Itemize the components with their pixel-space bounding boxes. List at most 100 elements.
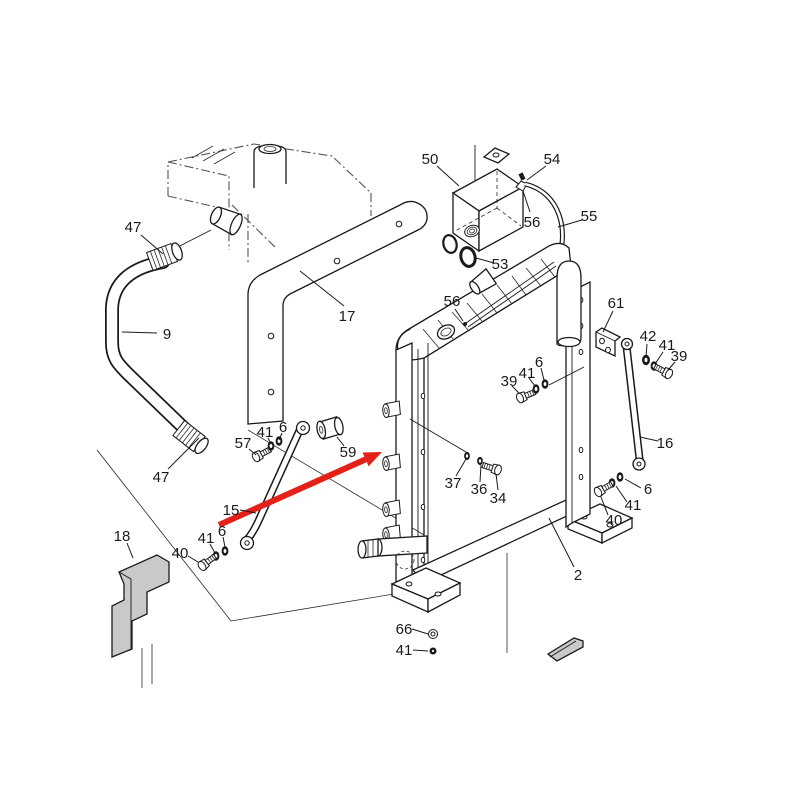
hose-clamp-47-top (146, 242, 183, 271)
callout-36: 36 (471, 481, 488, 498)
bracket-18 (111, 554, 170, 658)
washer-41-bottom (429, 647, 437, 655)
leader-line-34 (495, 473, 499, 491)
leader-line-66 (411, 628, 429, 635)
leader-line-59 (336, 436, 345, 447)
callout-6: 6 (279, 419, 287, 436)
arrow-head (362, 452, 382, 467)
callout-54: 54 (544, 151, 561, 168)
spacer-59 (316, 416, 344, 440)
callout-56: 56 (524, 214, 541, 231)
callout-40: 40 (606, 512, 623, 529)
washer-41 (532, 384, 540, 394)
leader-line-56 (454, 308, 464, 322)
hose-fitting (209, 206, 243, 236)
leader-line-53 (475, 257, 495, 264)
leader-line-41 (528, 377, 536, 387)
leader-line-47 (167, 437, 200, 470)
callout-41: 41 (625, 497, 642, 514)
leader-line-40 (600, 496, 609, 516)
callout-2: 2 (574, 567, 582, 584)
callout-16: 16 (657, 435, 674, 452)
leader-line-41 (654, 351, 664, 365)
leader-line-39 (667, 361, 676, 371)
washer-41 (267, 441, 275, 451)
callout-50: 50 (422, 151, 439, 168)
washer-6 (275, 436, 283, 446)
leader-line-41 (267, 437, 272, 445)
callout-42: 42 (640, 328, 657, 345)
callout-41: 41 (198, 530, 215, 547)
fastener-hardware (195, 354, 675, 655)
port-boss (464, 224, 480, 238)
leader-line-36 (479, 464, 482, 483)
callout-57: 57 (235, 435, 252, 452)
red-pointer-arrow (217, 452, 382, 528)
washer-66 (428, 629, 438, 639)
leader-line-18 (126, 542, 134, 559)
callout-41: 41 (519, 365, 536, 382)
callout-15: 15 (223, 502, 240, 519)
overflow-tube-56 (463, 261, 557, 328)
callout-17: 17 (339, 308, 356, 325)
leader-line-15 (239, 509, 257, 514)
callout-55: 55 (581, 208, 598, 225)
o-rings-53 (442, 234, 477, 268)
elbow-fitting-54 (515, 172, 528, 192)
coolant-hose-9 (105, 242, 209, 455)
callout-59: 59 (340, 444, 357, 461)
overflow-pipe (556, 260, 582, 348)
callout-56: 56 (444, 293, 461, 310)
callout-47: 47 (153, 469, 170, 486)
machine-phantom-outline (167, 143, 372, 264)
leader-line-6 (624, 478, 642, 489)
leader-line-55 (557, 219, 583, 228)
clamp-plate (482, 147, 511, 164)
leader-line-41 (615, 485, 628, 503)
filler-cap (436, 324, 456, 340)
callout-41: 41 (396, 642, 413, 659)
washer-6 (221, 546, 229, 556)
leader-line-41 (209, 543, 216, 554)
leader-line-6 (278, 432, 283, 441)
callout-41: 41 (659, 337, 676, 354)
callout-6: 6 (218, 523, 226, 540)
leader-line-61 (602, 310, 614, 333)
rod-16 (620, 337, 646, 471)
leader-line-41 (412, 649, 429, 652)
leader-line-54 (526, 165, 547, 181)
callout-41: 41 (257, 424, 274, 441)
leader-line-6 (540, 367, 545, 381)
washer-6 (541, 379, 549, 389)
callout-39: 39 (671, 348, 688, 365)
leader-line-47 (140, 234, 164, 255)
outlet-pipe (357, 535, 428, 570)
leader-line-37 (455, 458, 467, 477)
callout-18: 18 (114, 528, 131, 545)
callout-9: 9 (163, 326, 171, 343)
callout-6: 6 (644, 481, 652, 498)
leader-line-9 (121, 331, 158, 334)
leader-line-2 (548, 517, 575, 568)
leader-line-17 (299, 270, 345, 307)
arrow-shaft (217, 456, 367, 528)
callout-53: 53 (492, 256, 509, 273)
washer-6 (616, 472, 624, 482)
frame-bar (546, 637, 584, 662)
left-foot-plate (390, 567, 462, 614)
hose-clamp-47-bottom (172, 420, 209, 455)
leader-line-42 (645, 343, 648, 358)
leader-line-50 (436, 165, 460, 187)
callout-39: 39 (501, 373, 518, 390)
leader-line-6 (222, 536, 226, 548)
washer-37 (464, 451, 470, 461)
callout-37: 37 (445, 475, 462, 492)
callout-61: 61 (608, 295, 625, 312)
leader-line-56 (522, 190, 531, 213)
leader-line-57 (248, 448, 257, 456)
bracket-17 (247, 200, 428, 425)
washer-36 (477, 456, 483, 466)
